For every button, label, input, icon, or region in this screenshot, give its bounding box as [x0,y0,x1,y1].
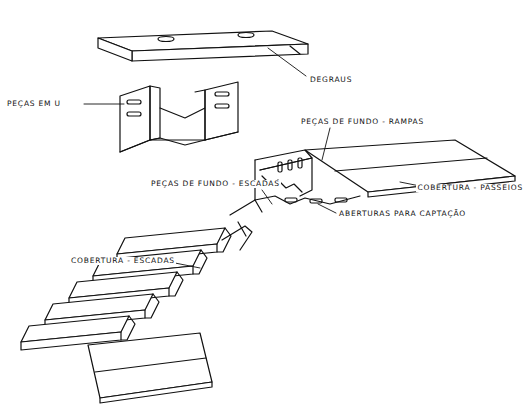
part-label: PEÇAS EM U [6,100,62,108]
part-label: COBERTURA - PASSEIOS [416,184,524,192]
stair-side [193,250,207,274]
stair-side [169,272,183,296]
stair-side [217,228,231,252]
u-piece [120,82,238,152]
channel-fundo [222,150,360,250]
leader-lines [84,48,425,268]
part-label: COBERTURA - ESCADAS [70,257,176,265]
degraus-slab [98,31,308,61]
stair-side [121,316,135,340]
part-label: PEÇAS DE FUNDO - ESCADAS [150,180,281,188]
part-label: ABERTURAS PARA CAPTAÇÃO [338,210,467,218]
part-label: DEGRAUS [309,76,353,84]
cobertura-escadas [21,228,231,350]
landing-slab [88,333,212,403]
part-label: PEÇAS DE FUNDO - RAMPAS [300,118,425,126]
stair-side [145,294,159,318]
